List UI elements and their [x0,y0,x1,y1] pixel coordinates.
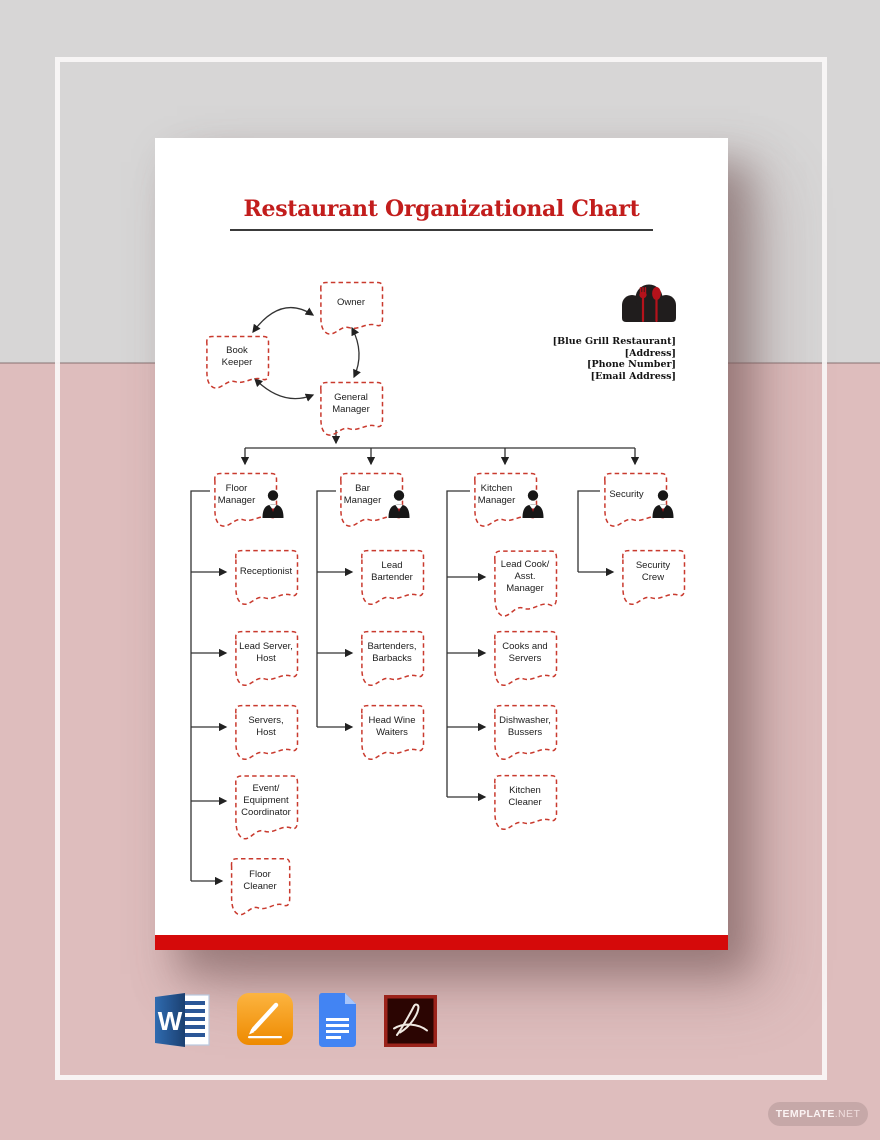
dashed-box-border [235,630,299,687]
org-node-cooks-servers: Cooks and Servers [490,629,560,687]
watermark-brand: TEMPLATE [775,1108,835,1120]
title-underline [230,229,653,231]
org-node-book-keeper: Book Keeper [202,334,272,389]
org-node-general-manager: General Manager [316,380,386,436]
dashed-box-border [604,472,668,527]
org-node-label: Event/ Equipment Coordinator [241,783,291,818]
org-node-label: Kitchen Cleaner [508,785,542,808]
company-name: [Blue Grill Restaurant] [552,336,676,347]
org-node-bar-manager: Bar Manager [336,471,410,527]
person-icon [388,490,410,518]
org-node-bartenders: Bartenders, Barbacks [357,629,427,687]
org-node-label: Floor Cleaner [243,869,277,892]
org-node-servers-host: Servers, Host [231,703,301,761]
spoon-icon [652,287,661,322]
org-node-floor-manager: Floor Manager [210,471,284,527]
org-node-owner: Owner [316,280,386,335]
org-node-label: Bartenders, Barbacks [367,641,417,664]
microsoft-word-icon[interactable]: W [155,993,211,1047]
dashed-box-border [494,704,558,761]
dashed-box-border [230,857,291,916]
dashed-box-border [235,704,299,761]
dashed-box-border [340,472,404,527]
dashed-box-border [320,381,384,436]
org-node-label: Cooks and Servers [502,641,548,664]
decorative-frame [55,57,827,1080]
org-node-security-crew: Security Crew [618,548,688,606]
org-node-security: Security [600,471,674,527]
org-node-label: Dishwasher, Bussers [499,715,551,738]
person-icon [652,490,674,518]
org-node-floor-cleaner: Floor Cleaner [227,856,293,916]
org-node-label: Security [609,488,644,500]
page-title: Restaurant Organizational Chart [243,196,640,222]
org-node-receptionist: Receptionist [231,548,301,606]
org-node-label: Owner [337,297,365,309]
template-net-watermark: TEMPLATE.NET [768,1102,868,1126]
org-node-label: Floor Manager [217,482,256,506]
org-node-lead-cook: Lead Cook/ Asst. Manager [490,548,560,617]
org-node-kitchen-manager: Kitchen Manager [470,471,544,527]
org-node-label: Servers, Host [248,715,284,738]
company-email: [Email Address] [590,370,676,382]
dashed-box-border [206,335,270,389]
org-node-label: Bar Manager [343,482,382,506]
org-node-label: Book Keeper [221,345,253,368]
dashed-box-border [235,549,299,606]
org-node-lead-server: Lead Server, Host [231,629,301,687]
dashed-box-border [361,630,425,687]
google-docs-icon[interactable] [315,993,359,1047]
person-icon [262,490,284,518]
company-address: [Address] [624,347,676,359]
org-node-label: Kitchen Manager [477,482,516,506]
org-node-label: Security Crew [635,560,671,583]
dashed-box-border [320,281,384,335]
dashed-box-border [361,704,425,761]
org-node-label: General Manager [332,391,370,415]
dashed-box-border [494,630,558,687]
org-node-label: Receptionist [239,566,293,578]
apple-pages-icon[interactable] [237,993,293,1045]
company-phone: [Phone Number] [587,359,676,370]
svg-text:W: W [158,1006,183,1036]
adobe-pdf-icon[interactable] [384,995,437,1047]
chef-hat-logo-icon [619,284,679,332]
org-node-label: Lead Cook/ Asst. Manager [500,559,550,594]
person-icon [522,490,544,518]
org-node-dishwasher: Dishwasher, Bussers [490,703,560,761]
org-node-lead-bartender: Lead Bartender [357,548,427,606]
company-info-block: [Blue Grill Restaurant] [Address] [Phone… [553,336,676,382]
watermark-suffix: .NET [834,1108,861,1120]
org-node-label: Lead Bartender [371,560,413,583]
org-node-label: Lead Server, Host [239,641,293,664]
dashed-box-border [494,774,558,831]
dashed-box-border [622,549,686,606]
org-node-event-coordinator: Event/ Equipment Coordinator [231,773,301,840]
dashed-box-border [361,549,425,606]
footer-accent-bar [155,935,728,950]
document-page: Restaurant Organizational Chart [155,138,728,950]
dashed-box-border [494,550,558,617]
org-node-label: Head Wine Waiters [368,715,416,738]
org-node-kitchen-cleaner: Kitchen Cleaner [490,773,560,831]
dashed-box-border [474,472,538,527]
org-chart-connectors [190,306,640,886]
fork-icon [639,287,647,322]
org-node-head-wine-waiters: Head Wine Waiters [357,703,427,761]
dashed-box-border [214,472,278,527]
